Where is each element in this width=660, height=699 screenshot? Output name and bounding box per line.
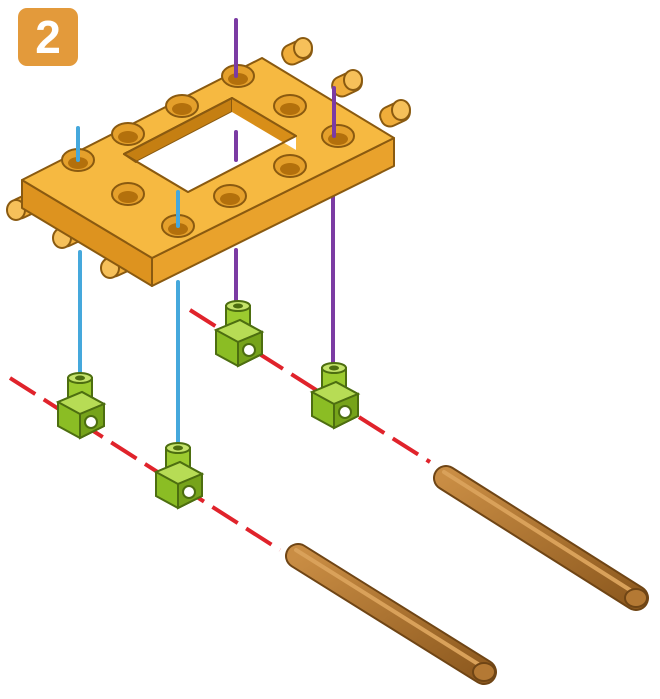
elbow-connector-front-left <box>55 372 107 440</box>
frame-pegs-right <box>281 37 411 128</box>
wooden-dowel-back <box>433 465 649 611</box>
rods-upper <box>76 18 336 228</box>
step-number: 2 <box>35 11 61 63</box>
wooden-dowel-front <box>285 543 497 685</box>
rods-lower <box>78 194 335 447</box>
axle-guide-front <box>8 376 282 552</box>
elbow-connectors <box>55 300 361 510</box>
elbow-connector-back-left <box>213 300 265 368</box>
elbow-connector-back-right <box>309 362 361 430</box>
step-number-badge: 2 <box>18 8 78 66</box>
elbow-connector-front-right <box>153 442 205 510</box>
wooden-dowels <box>285 465 649 685</box>
rectangular-frame <box>6 37 411 287</box>
